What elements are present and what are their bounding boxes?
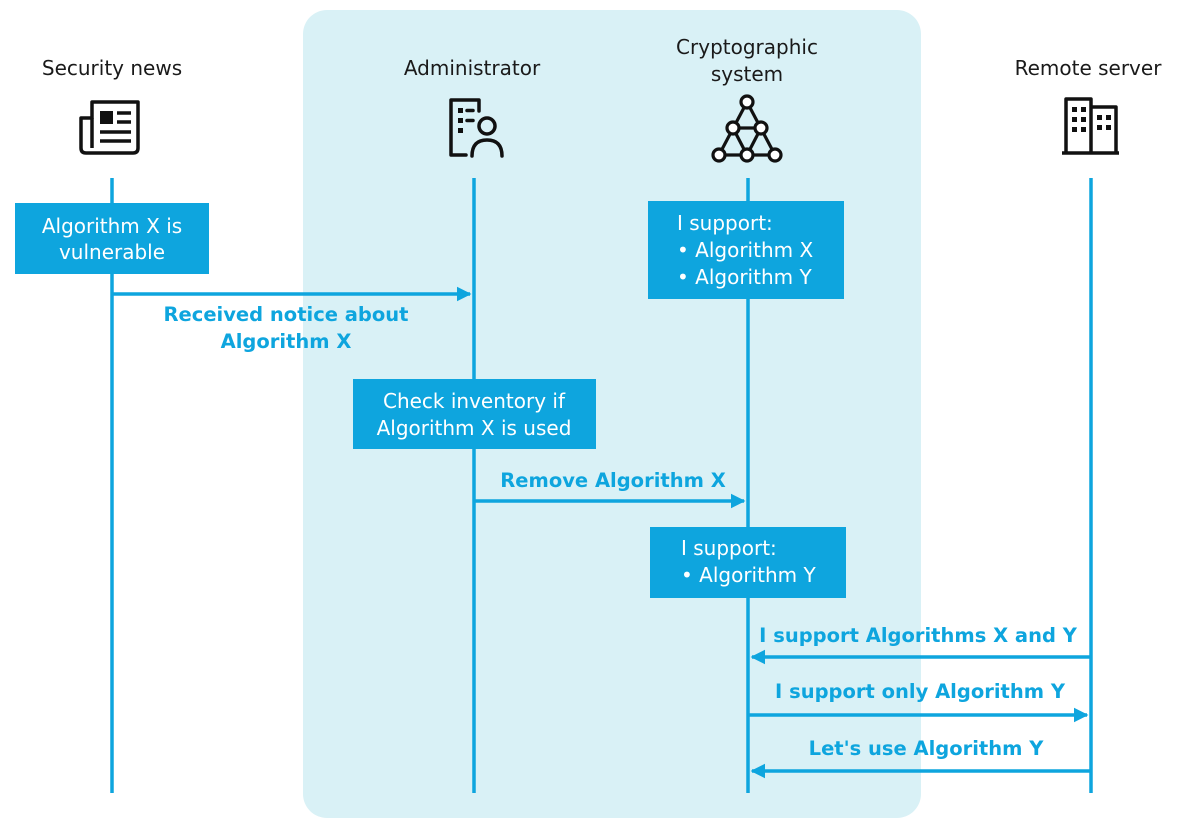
- network-triangle-icon: [711, 94, 783, 163]
- note-crypto-supports-x-y-line2: • Algorithm X: [677, 238, 813, 262]
- note-crypto-supports-y: [650, 527, 846, 598]
- note-algorithm-vulnerable: [15, 203, 209, 274]
- actor-label-remote-server: Remote server: [1015, 56, 1163, 80]
- note-crypto-supports-y-line1: I support:: [681, 536, 777, 560]
- message-remote-supports-x-y: I support Algorithms X and Y: [759, 624, 1078, 647]
- note-crypto-supports-y-line2: • Algorithm Y: [681, 563, 816, 587]
- note-check-inventory: [353, 379, 596, 449]
- note-check-inventory-line1: Check inventory if: [383, 389, 566, 413]
- message-use-algorithm-y: Let's use Algorithm Y: [809, 737, 1045, 760]
- message-remove-algorithm: Remove Algorithm X: [500, 469, 725, 492]
- note-algorithm-vulnerable-line1: Algorithm X is: [42, 214, 182, 238]
- message-crypto-supports-only-y: I support only Algorithm Y: [775, 680, 1066, 703]
- actor-label-cryptographic-system-line2: system: [711, 62, 783, 86]
- actor-label-cryptographic-system: Cryptographic: [676, 35, 818, 59]
- server-building-icon: [1062, 97, 1119, 155]
- administrator-document-icon: [449, 98, 504, 158]
- note-crypto-supports-x-y-line3: • Algorithm Y: [677, 265, 812, 289]
- note-check-inventory-line2: Algorithm X is used: [377, 416, 572, 440]
- message-received-notice-line2: Algorithm X: [221, 330, 352, 353]
- newspaper-icon: [79, 100, 140, 155]
- actor-label-security-news: Security news: [42, 56, 182, 80]
- actor-label-administrator: Administrator: [404, 56, 541, 80]
- note-crypto-supports-x-y-line1: I support:: [677, 211, 773, 235]
- note-crypto-supports-x-y: [648, 201, 844, 299]
- note-algorithm-vulnerable-line2: vulnerable: [59, 240, 165, 264]
- message-received-notice-line1: Received notice about: [164, 303, 409, 326]
